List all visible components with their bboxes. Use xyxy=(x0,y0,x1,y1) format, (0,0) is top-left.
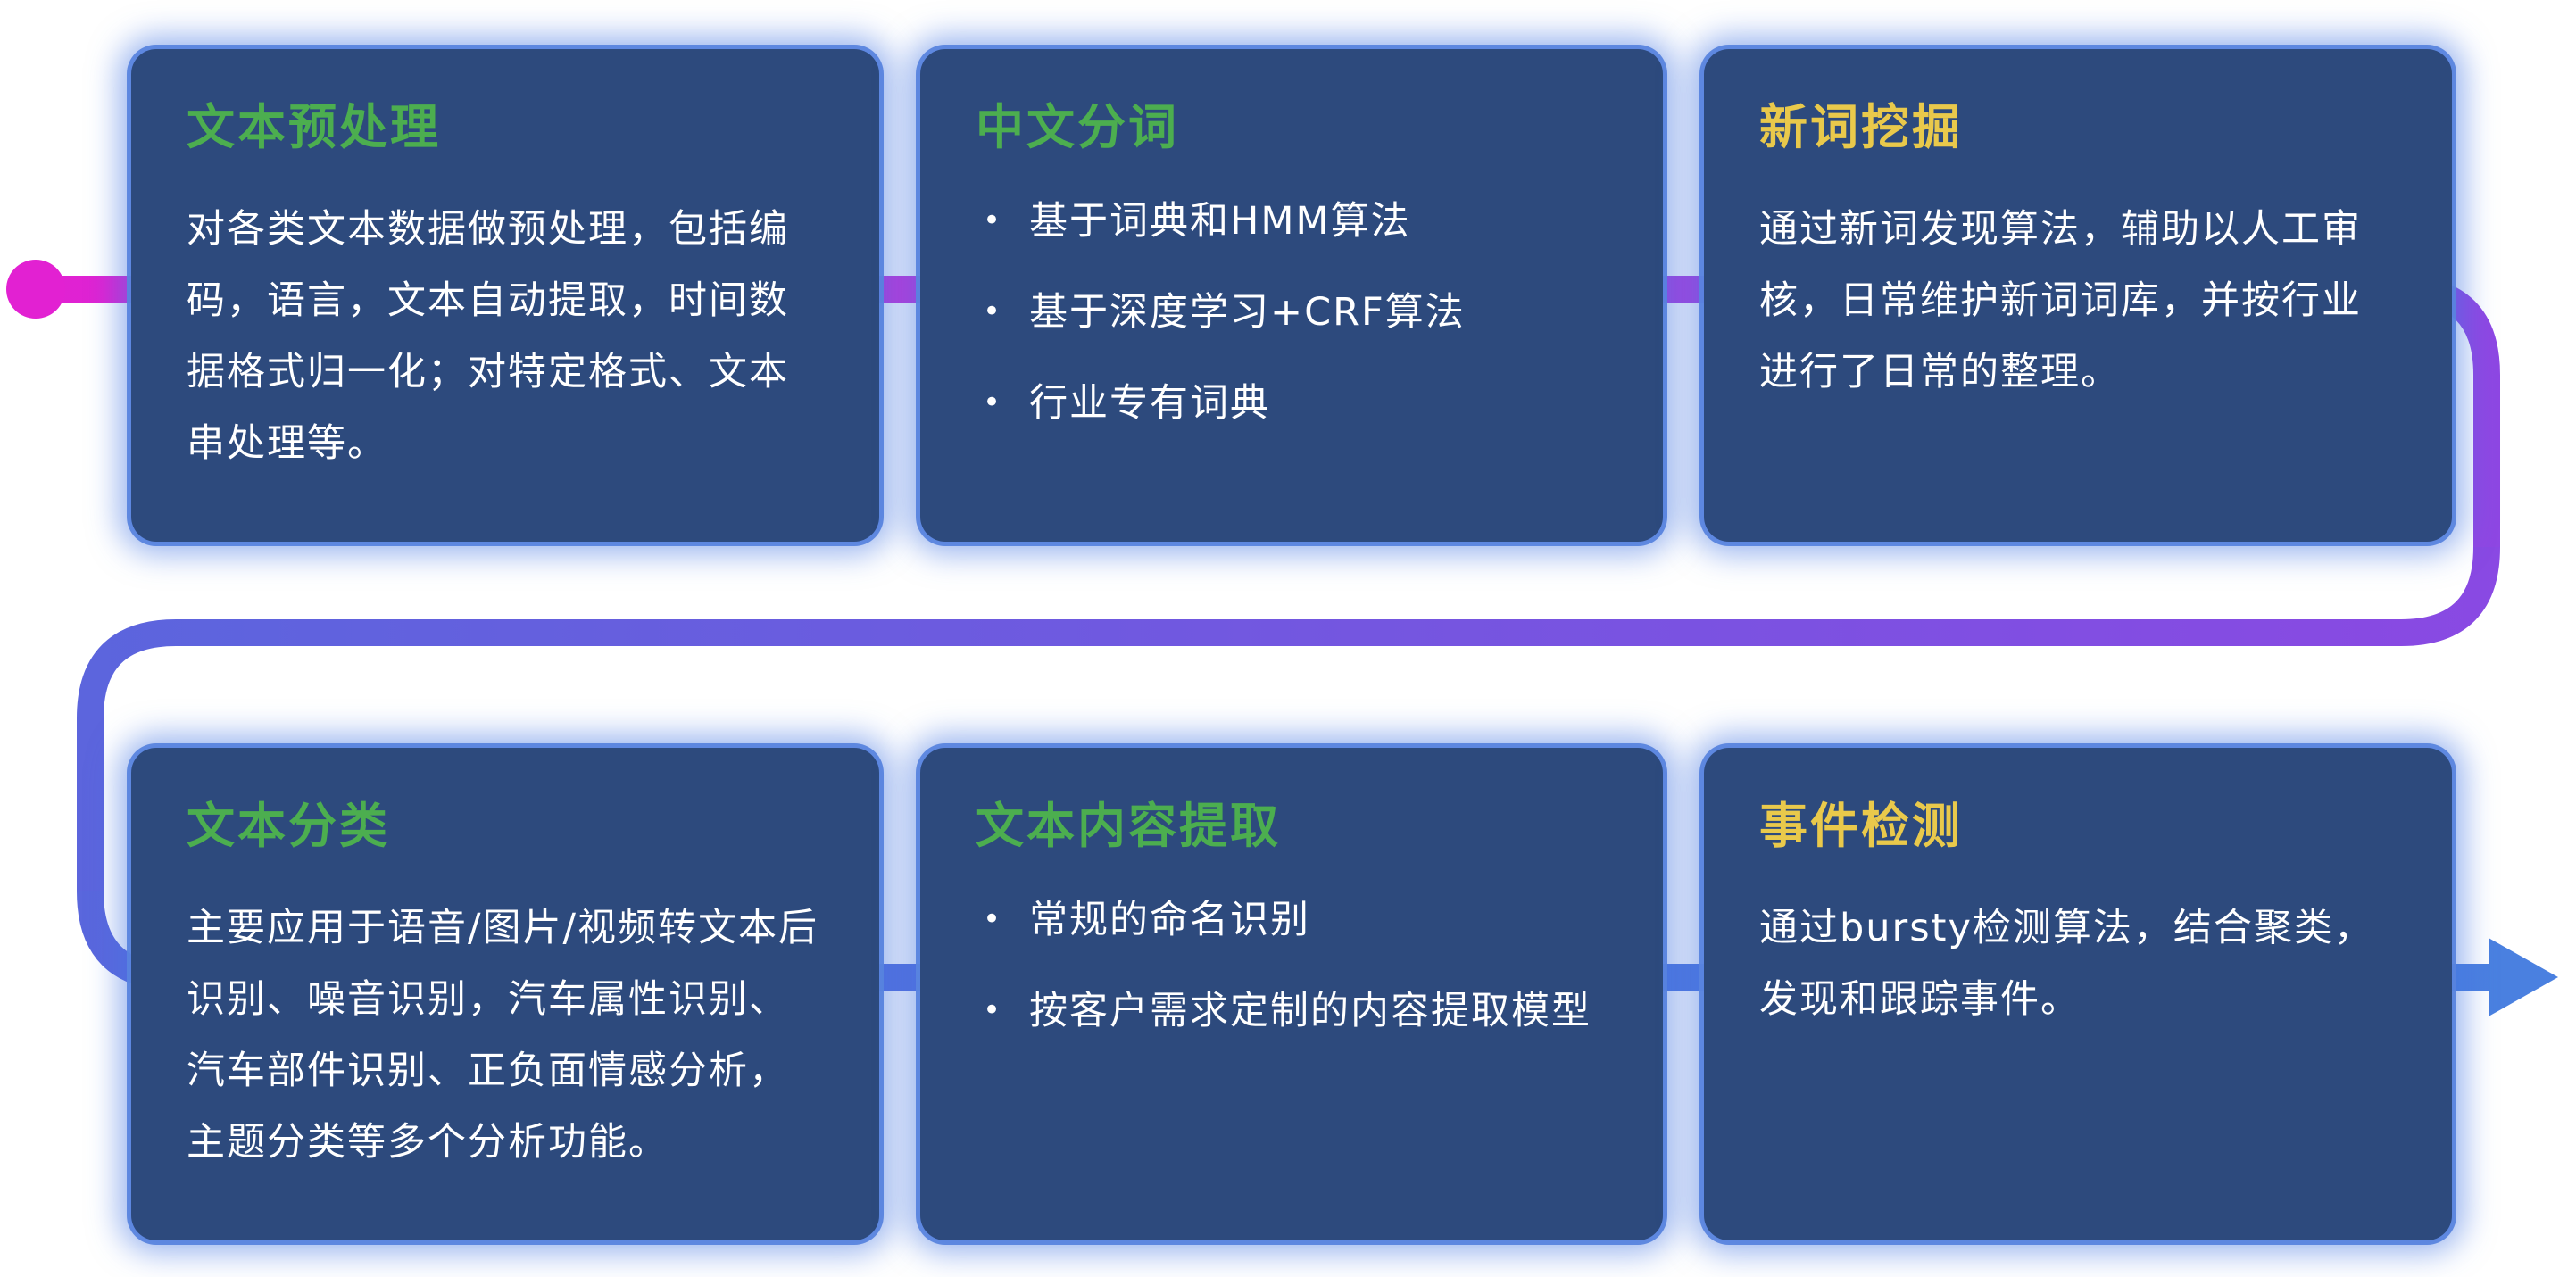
list-item: • 常规的命名识别 xyxy=(983,893,1608,947)
card-text-preprocessing: 文本预处理 对各类文本数据做预处理，包括编码，语言，文本自动提取，时间数据格式归… xyxy=(131,49,879,542)
bullet-icon: • xyxy=(983,900,1003,937)
card-title: 新词挖掘 xyxy=(1759,99,1963,155)
card-text-content-extraction: 文本内容提取 • 常规的命名识别 • 按客户需求定制的内容提取模型 xyxy=(920,748,1663,1240)
card-body: 通过新词发现算法，辅助以人工审核，日常维护新词词库，并按行业进行了日常的整理。 xyxy=(1759,206,2362,394)
pipe-middle-segment xyxy=(77,546,2500,891)
card-body: 主要应用于语音/图片/视频转文本后识别、噪音识别，汽车属性识别、汽车部件识别、正… xyxy=(187,905,819,1165)
card-title: 中文分词 xyxy=(976,99,1179,155)
bullet-text: 基于词典和HMM算法 xyxy=(1029,198,1411,244)
bullet-text: 基于深度学习+CRF算法 xyxy=(1029,289,1466,335)
bullet-icon: • xyxy=(983,202,1003,238)
list-item: • 行业专有词典 xyxy=(983,377,1608,430)
card-new-word-mining: 新词挖掘 通过新词发现算法，辅助以人工审核，日常维护新词词库，并按行业进行了日常… xyxy=(1704,49,2452,542)
card-bullet-list: • 基于词典和HMM算法 • 基于深度学习+CRF算法 • 行业专有词典 xyxy=(976,195,1608,431)
bullet-icon: • xyxy=(983,991,1003,1028)
list-item: • 按客户需求定制的内容提取模型 xyxy=(983,984,1608,1038)
card-title: 事件检测 xyxy=(1759,798,1963,854)
bullet-text: 按客户需求定制的内容提取模型 xyxy=(1029,988,1592,1033)
card-text-classification: 文本分类 主要应用于语音/图片/视频转文本后识别、噪音识别，汽车属性识别、汽车部… xyxy=(131,748,879,1240)
card-event-detection: 事件检测 通过bursty检测算法，结合聚类，发现和跟踪事件。 xyxy=(1704,748,2452,1240)
bullet-text: 常规的命名识别 xyxy=(1029,897,1311,942)
card-body: 对各类文本数据做预处理，包括编码，语言，文本自动提取，时间数据格式归一化；对特定… xyxy=(187,206,789,466)
flow-end-arrow-icon xyxy=(2489,938,2558,1016)
card-title: 文本内容提取 xyxy=(976,798,1281,854)
bullet-text: 行业专有词典 xyxy=(1029,381,1271,427)
flow-start-dot-icon xyxy=(6,260,65,319)
card-chinese-word-segmentation: 中文分词 • 基于词典和HMM算法 • 基于深度学习+CRF算法 • 行业专有词… xyxy=(920,49,1663,542)
list-item: • 基于词典和HMM算法 xyxy=(983,195,1608,248)
card-title: 文本预处理 xyxy=(187,99,441,155)
card-body: 通过bursty检测算法，结合聚类，发现和跟踪事件。 xyxy=(1759,905,2374,1022)
bullet-icon: • xyxy=(983,385,1003,421)
list-item: • 基于深度学习+CRF算法 xyxy=(983,286,1608,339)
bullet-icon: • xyxy=(983,293,1003,329)
card-title: 文本分类 xyxy=(187,798,390,854)
card-bullet-list: • 常规的命名识别 • 按客户需求定制的内容提取模型 xyxy=(976,893,1608,1038)
